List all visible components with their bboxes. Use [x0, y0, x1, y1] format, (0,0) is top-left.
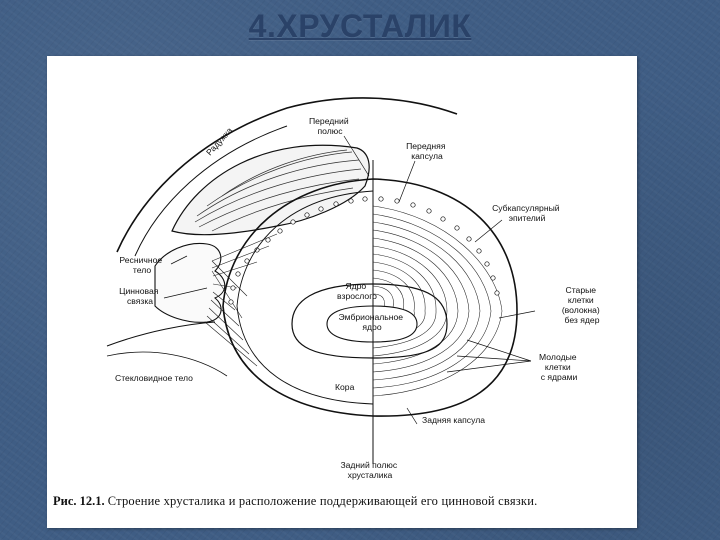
vitreous-boundary: [106, 321, 216, 347]
label-posterior-capsule: Задняя капсула: [422, 415, 485, 425]
figure-panel: Радужка Передний полюс Передняя капсула …: [47, 56, 637, 528]
label-embryonic-nucleus: Эмбриональное ядро: [339, 312, 406, 332]
eye-wall-inner: [134, 125, 288, 257]
iris-striations: [194, 149, 362, 232]
label-old-cells: Старые клетки (волокна) без ядер: [562, 285, 602, 325]
caption-label: Рис. 12.1.: [53, 494, 105, 508]
label-posterior-pole: Задний полюс хрусталика: [340, 460, 399, 480]
label-zonule: Цинновая связка: [119, 286, 161, 306]
label-subcapsular-epithelium: Субкапсулярный эпителий: [492, 203, 562, 223]
label-young-cells: Молодые клетки с ядрами: [539, 352, 579, 382]
label-cortex: Кора: [335, 382, 355, 392]
epithelium-cells: [228, 196, 500, 305]
leader-lines: [163, 135, 536, 451]
label-ciliary-body: Ресничное тело: [119, 255, 164, 275]
caption-text: Строение хрусталика и расположение подде…: [107, 494, 538, 508]
lens-diagram: Радужка Передний полюс Передняя капсула …: [106, 97, 602, 480]
label-adult-nucleus: Ядро взрослого: [337, 281, 377, 301]
figure-caption: Рис. 12.1. Строение хрусталика и располо…: [53, 494, 631, 509]
iris-shape: [171, 144, 370, 236]
label-anterior-capsule: Передняя капсула: [406, 141, 448, 161]
sclera-outline: [116, 97, 458, 253]
label-vitreous-body: Стекловидное тело: [115, 373, 193, 383]
label-anterior-pole: Передний полюс: [309, 116, 351, 136]
slide-title: 4.ХРУСТАЛИК: [248, 8, 472, 44]
ciliary-body: [154, 242, 226, 323]
